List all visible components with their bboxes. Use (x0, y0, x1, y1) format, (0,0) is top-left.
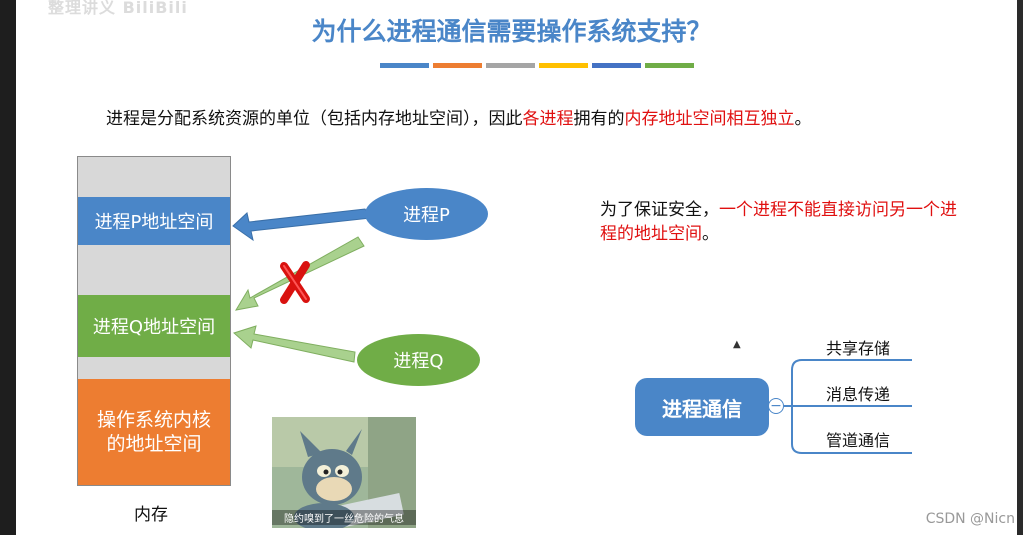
process-p-label: 进程P (403, 205, 450, 226)
statement-part4: 内存地址空间相互独立 (624, 109, 795, 129)
memory-block-q-label: 进程Q地址空间 (92, 317, 216, 338)
memory-block-kernel-line2: 的地址空间 (106, 433, 202, 455)
title-color-bar-5 (592, 63, 641, 68)
title-color-bar-2 (433, 63, 482, 68)
left-dark-edge (0, 0, 16, 535)
title-color-bar-3 (486, 63, 535, 68)
title-color-bar-4 (539, 63, 588, 68)
csdn-watermark: CSDN @Nicn (925, 511, 1015, 527)
statement-part3: 拥有的 (573, 109, 625, 129)
mindmap-center-label: 进程通信 (662, 396, 742, 421)
memory-column: 进程P地址空间 进程Q地址空间 操作系统内核 的地址空间 (77, 156, 231, 486)
safety-note: 为了保证安全，一个进程不能直接访问另一个进程的地址空间。 (600, 198, 970, 246)
safety-note-red: 一个进程不能直接访问另一个进程的地址空间 (600, 200, 957, 244)
statement-part5: 。 (794, 109, 812, 129)
meme-cat-illustration (272, 417, 416, 528)
statement-part1: 进程是分配系统资源的单位（包括内存地址空间），因此 (106, 109, 523, 129)
mindmap-branch-message-passing[interactable]: 消息传递 (826, 385, 891, 404)
title-color-bar-6 (645, 63, 694, 68)
slide-title: 为什么进程通信需要操作系统支持？ (311, 17, 712, 46)
safety-note-normal: 为了保证安全， (600, 200, 719, 220)
process-q-node: 进程Q (357, 334, 480, 386)
memory-block-q: 进程Q地址空间 (78, 295, 230, 357)
mouse-cursor-icon: ▲ (733, 339, 741, 350)
process-q-label: 进程Q (393, 351, 444, 372)
memory-block-p: 进程P地址空间 (78, 197, 230, 245)
arrow-p-to-q-space (235, 236, 365, 311)
meme-caption: 隐约嗅到了一丝危险的气息 (272, 510, 416, 525)
meme-image: 隐约嗅到了一丝危险的气息 (272, 417, 416, 528)
process-p-node: 进程P (365, 188, 488, 240)
arrow-p-to-p-space (232, 208, 372, 242)
blocked-x-icon (280, 261, 310, 304)
memory-label: 内存 (134, 505, 168, 525)
mindmap-branch-pipe[interactable]: 管道通信 (826, 431, 891, 450)
arrow-q-to-q-space (233, 325, 356, 363)
right-dark-edge (1017, 0, 1023, 535)
statement-part2: 各进程 (522, 109, 574, 129)
mindmap-branch-shared-storage[interactable]: 共享存储 (826, 339, 891, 358)
top-watermark: 整理讲义 BiliBili (48, 0, 188, 17)
memory-block-p-label: 进程P地址空间 (94, 212, 214, 233)
safety-note-end: 。 (702, 224, 719, 244)
mindmap-center-node[interactable]: 进程通信 (635, 378, 769, 436)
statement-text: 进程是分配系统资源的单位（包括内存地址空间），因此各进程拥有的内存地址空间相互独… (106, 104, 812, 129)
memory-block-kernel: 操作系统内核 的地址空间 (78, 379, 230, 485)
memory-block-kernel-line1: 操作系统内核 (96, 409, 211, 431)
mindmap-collapse-button[interactable]: − (768, 398, 784, 414)
title-color-bar-1 (380, 63, 429, 68)
